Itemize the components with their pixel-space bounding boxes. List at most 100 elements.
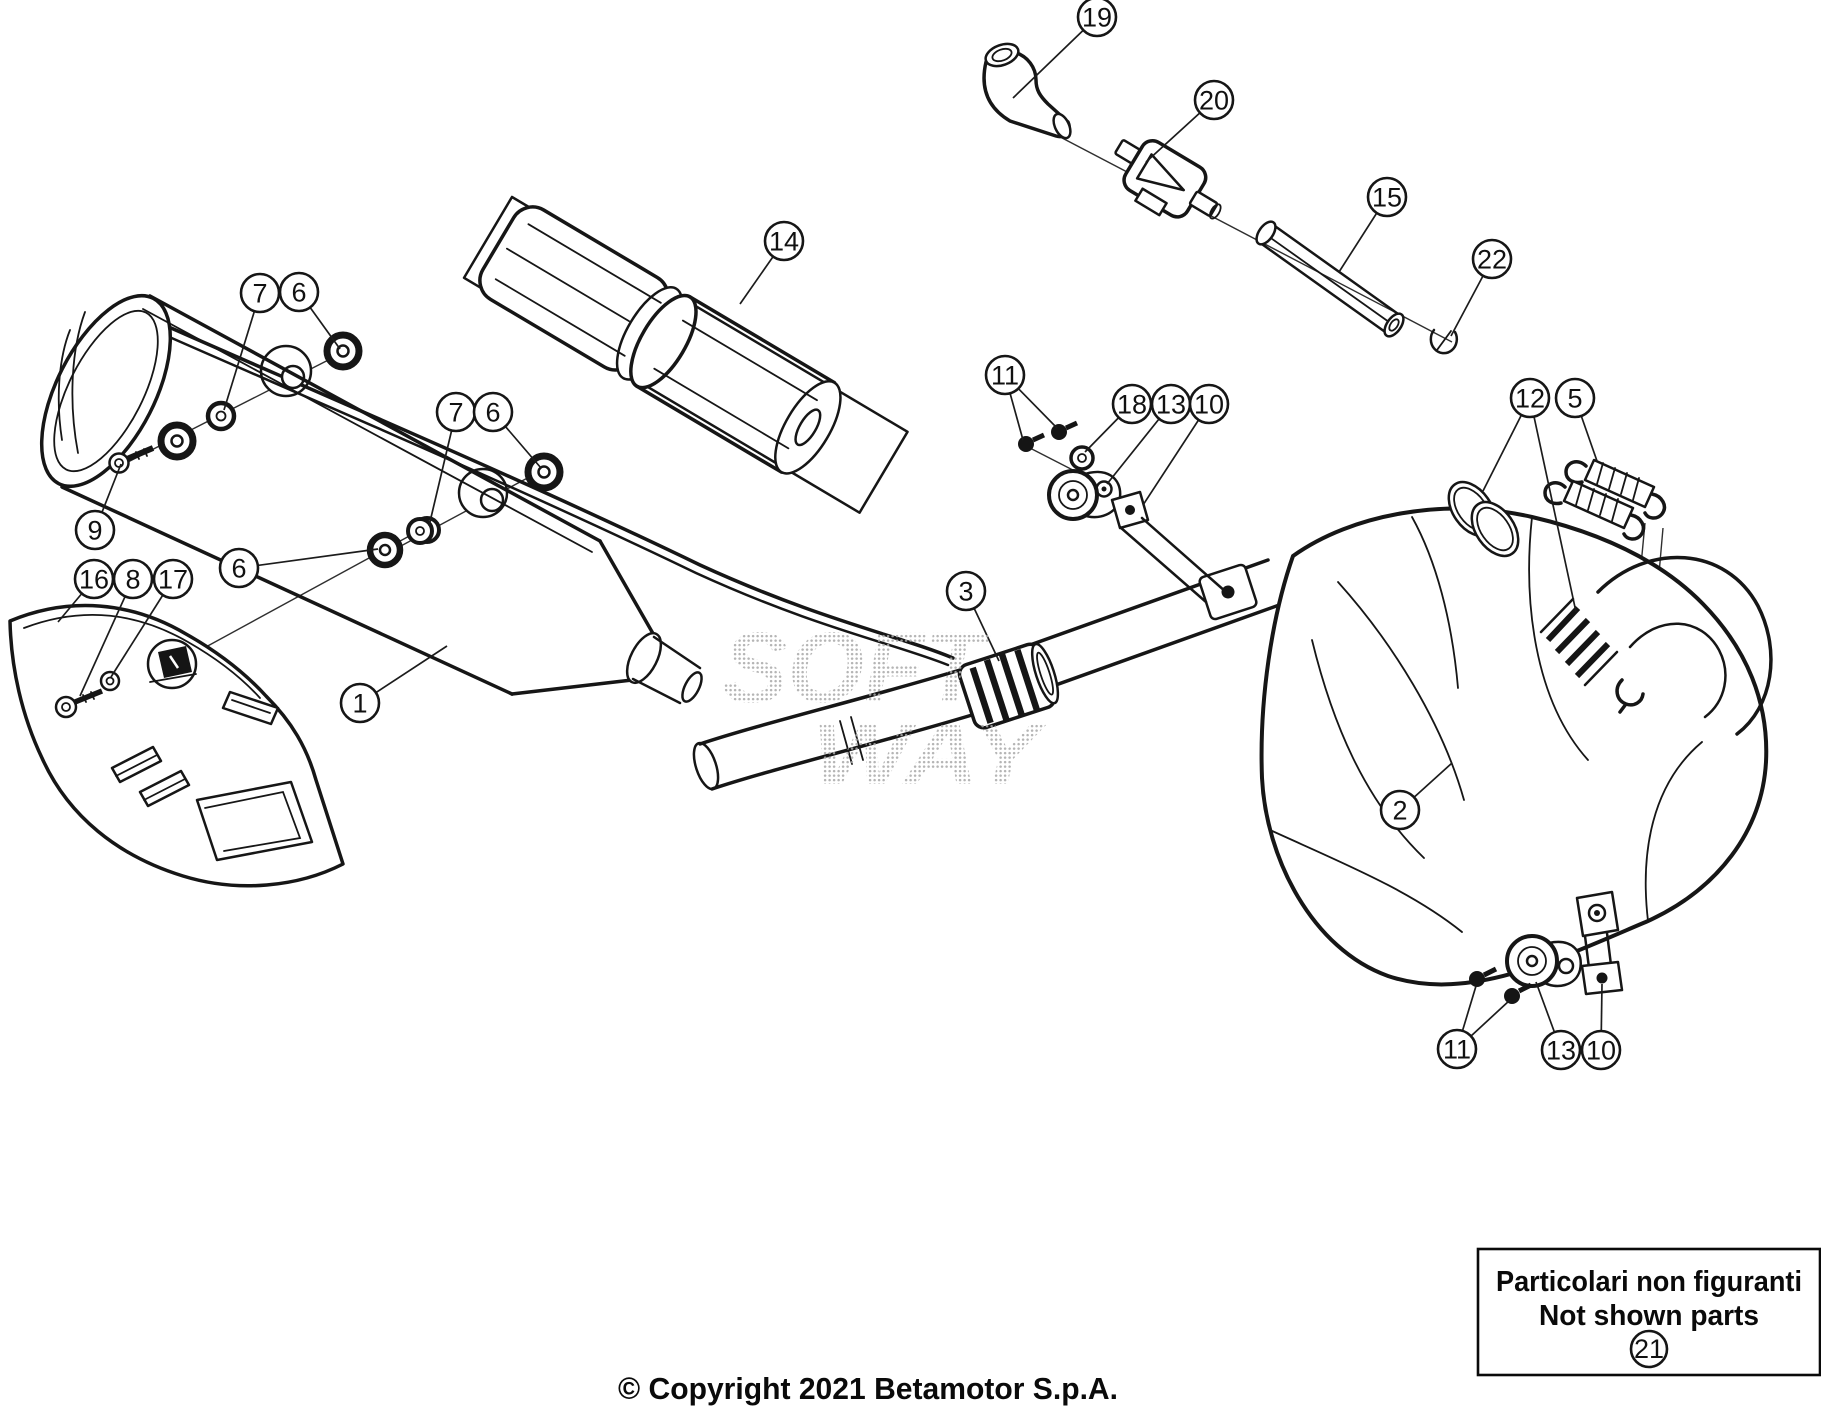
silencer-end-cap (39, 293, 173, 489)
grommet-front (157, 421, 197, 461)
chamber-inlet-elbow (1596, 555, 1773, 736)
callout-14-circle (763, 220, 805, 262)
callout-10-label: 10 (1586, 1036, 1616, 1066)
rubber-mount-13a (1047, 469, 1122, 521)
exhaust-coupler-3 (957, 642, 1060, 730)
watermark: SOFT WAY (722, 612, 1049, 803)
callout-10-circle (1188, 383, 1230, 425)
callout-18-label: 18 (1117, 390, 1147, 420)
callout-10-label: 10 (1194, 390, 1224, 420)
grommet-6a (323, 331, 363, 371)
silencer-body (60, 294, 602, 696)
callout-9-label: 9 (87, 516, 102, 546)
silencer-outlet (631, 635, 702, 705)
callout-14-label: 14 (769, 227, 799, 257)
callout-13-label: 13 (1156, 390, 1186, 420)
shield-slots (110, 745, 314, 862)
washer-17 (99, 670, 121, 692)
silencer-packing-drawing (462, 195, 909, 514)
callout-15-circle (1366, 176, 1408, 218)
callout-8-label: 8 (125, 565, 140, 595)
tube-clip-22 (1429, 328, 1459, 355)
callout-21-label: 21 (1634, 1334, 1664, 1364)
watermark-line1: SOFT (722, 612, 992, 724)
spacer-7a (205, 400, 237, 432)
callout-6-circle (218, 547, 260, 589)
copyright-text: © Copyright 2021 Betamotor S.p.A. (618, 1371, 1118, 1406)
mount-strap-10a (1110, 490, 1228, 604)
callout-7-label: 7 (252, 279, 267, 309)
rubber-mount-13b (1505, 934, 1583, 988)
callout-11-circle (984, 354, 1026, 396)
spring-hook-tab (1615, 678, 1645, 714)
callout-6-circle (278, 271, 320, 313)
gasket-rings-12 (1447, 480, 1520, 558)
callout-19-label: 19 (1082, 3, 1112, 33)
grommet-6c (366, 531, 404, 569)
lower-mount-group (1469, 931, 1624, 1004)
silencer-drawing (39, 293, 955, 705)
breather-valve-20 (1114, 138, 1222, 220)
callout-22-label: 22 (1477, 245, 1507, 275)
callout-22-circle (1471, 238, 1513, 280)
callout-5-label: 5 (1567, 384, 1582, 414)
heat-shield-drawing (8, 603, 345, 888)
flex-joint-ribs (1539, 597, 1619, 687)
callout-16-label: 16 (79, 565, 109, 595)
callout-8-leader (79, 578, 134, 697)
pipe-clamp-plate (1198, 563, 1258, 621)
callout-7-label: 7 (448, 398, 463, 428)
not-shown-parts-box: Particolari non figuranti Not shown part… (1476, 1247, 1821, 1377)
bolt-11b2 (1504, 982, 1533, 1004)
mid-pipe-drawing (692, 558, 1284, 791)
callout-5-circle (1554, 377, 1596, 419)
spring-2 (1543, 479, 1646, 541)
bolt-11a (1018, 432, 1046, 452)
callout-11-circle (1436, 1028, 1478, 1070)
callout-21-circle (1629, 1329, 1669, 1369)
not-shown-line2: Not shown parts (1539, 1300, 1759, 1332)
callout-20-label: 20 (1199, 86, 1229, 116)
silencer-mount-hardware (108, 331, 564, 569)
watermark-line2: WAY (812, 704, 1049, 803)
expansion-chamber-body (1259, 506, 1769, 987)
callout-12-leader (1529, 397, 1577, 613)
callout-13-label: 13 (1546, 1036, 1576, 1066)
callout-6-label: 6 (291, 278, 306, 308)
silencer-cone (510, 539, 657, 696)
callout-7-leader (223, 292, 261, 411)
callout-8-circle (112, 558, 154, 600)
upper-mount-group (1018, 420, 1228, 604)
callout-19-circle (1076, 0, 1118, 38)
callout-17-circle (152, 558, 194, 600)
callout-2-circle (1379, 789, 1421, 831)
callout-1-circle (339, 682, 381, 724)
bolt-8 (54, 688, 104, 719)
callout-9-circle (74, 509, 116, 551)
washer-18 (1069, 445, 1095, 471)
callout-20-circle (1193, 79, 1235, 121)
callout-11-label: 11 (1443, 1035, 1471, 1065)
callout-3-label: 3 (958, 577, 973, 607)
mount-strap-10b (1580, 931, 1624, 996)
spacer-6c (406, 517, 434, 545)
bolt-11a2 (1051, 420, 1079, 440)
callout-10-circle (1580, 1029, 1622, 1071)
callout-12-label: 12 (1515, 384, 1545, 414)
grommet-6b (524, 452, 564, 492)
callout-12-circle (1509, 377, 1551, 419)
callout-1-label: 1 (352, 689, 367, 719)
bolt-11b (1469, 966, 1498, 987)
mid-pipe (698, 558, 1270, 746)
callout-6-label: 6 (485, 398, 500, 428)
breather-elbow-19 (982, 42, 1072, 140)
callout-15-label: 15 (1372, 183, 1402, 213)
not-shown-line1: Particolari non figuranti (1496, 1266, 1802, 1298)
callout-17-label: 17 (158, 565, 188, 595)
chamber-seam-lines (1269, 516, 1703, 933)
callout-3-circle (945, 570, 987, 612)
callout-11-label: 11 (991, 361, 1019, 391)
